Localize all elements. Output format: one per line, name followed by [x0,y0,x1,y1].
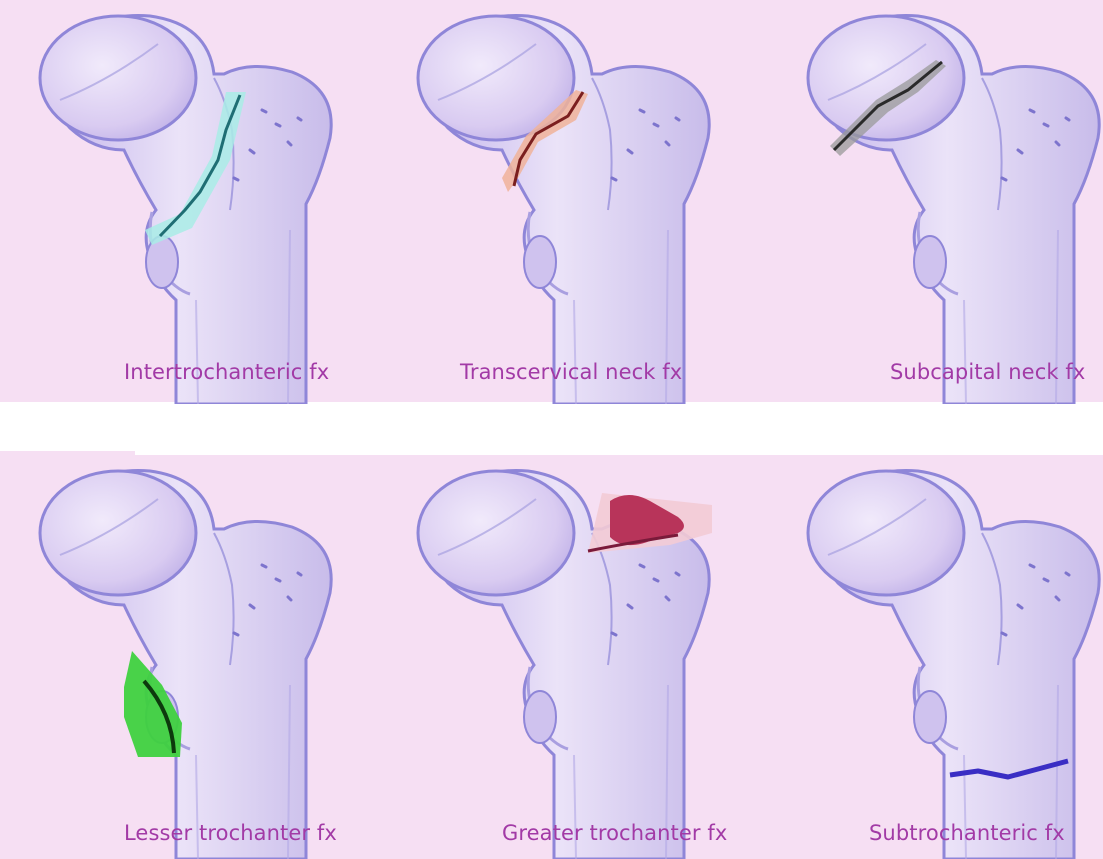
top-row: Intertrochanteric fx Transcervical neck … [0,0,1103,402]
panel-label: Intertrochanteric fx [124,360,329,384]
panel-label: Lesser trochanter fx [124,821,337,845]
panel-label: Subcapital neck fx [890,360,1085,384]
femur-lesser-trochanter-illustration [0,455,380,859]
panel-greater-trochanter: Greater trochanter fx [378,455,758,859]
femur-transcervical-illustration [378,0,758,404]
panel-lesser-trochanter: Lesser trochanter fx [0,455,380,859]
panel-label: Transcervical neck fx [460,360,682,384]
panel-label: Subtrochanteric fx [869,821,1065,845]
femur-subtrochanteric-illustration [768,455,1103,859]
femur-greater-trochanter-illustration [378,455,758,859]
panel-intertrochanteric: Intertrochanteric fx [0,0,380,402]
femur-subcapital-illustration [768,0,1103,404]
femur-intertrochanteric-illustration [0,0,380,404]
panel-label: Greater trochanter fx [502,821,727,845]
panel-subtrochanteric: Subtrochanteric fx [768,455,1103,859]
panel-subcapital: Subcapital neck fx [768,0,1103,402]
bottom-row: Lesser trochanter fx Greater trochanter … [0,455,1103,859]
panel-transcervical: Transcervical neck fx [378,0,758,402]
